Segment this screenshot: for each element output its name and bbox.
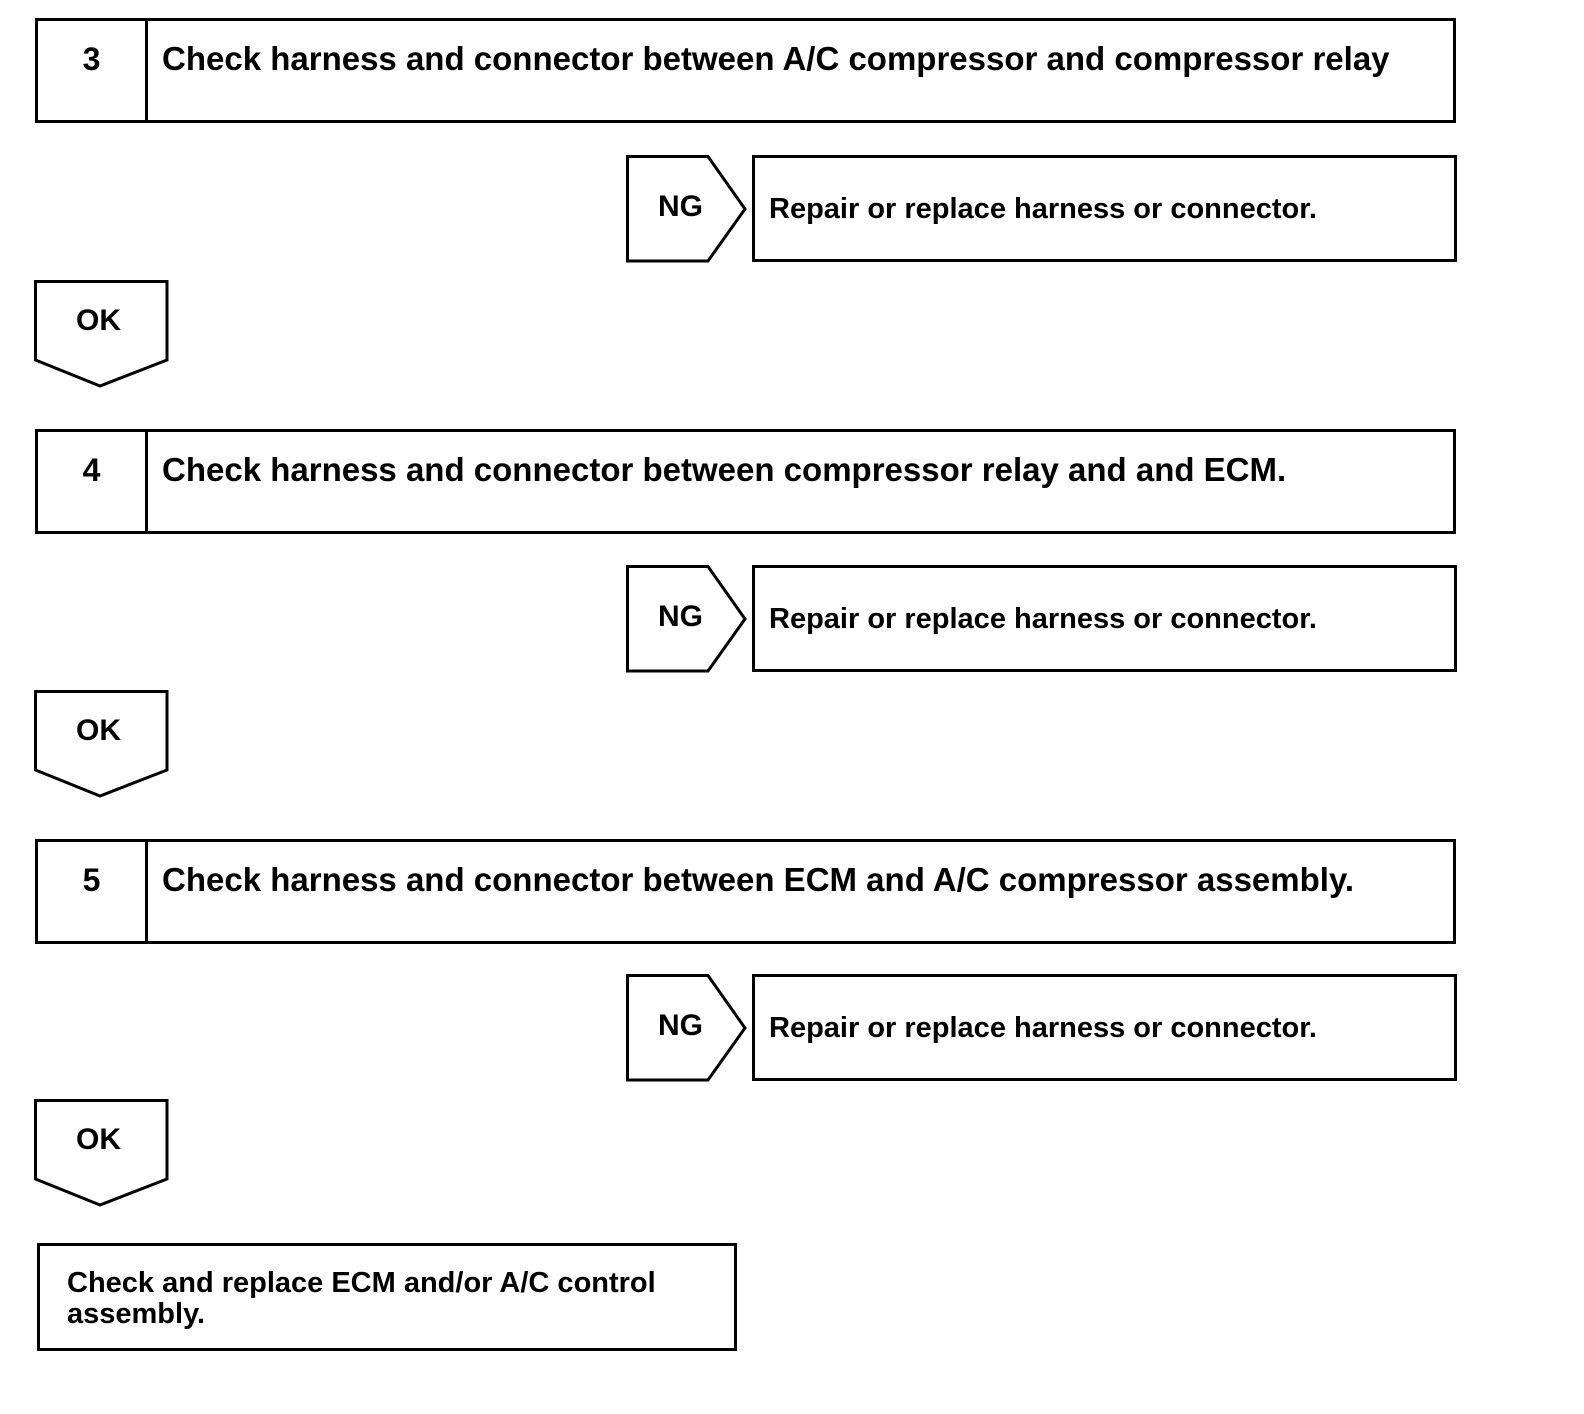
step-description: Check harness and connector between ECM … — [162, 861, 1355, 898]
ng-arrow: NG — [626, 565, 748, 673]
ng-label: NG — [658, 1009, 703, 1042]
ok-label: OK — [76, 714, 121, 747]
step-number: 3 — [38, 21, 148, 120]
right-arrow-tag-icon — [626, 155, 747, 263]
final-action-box: Check and replace ECM and/or A/C control… — [37, 1243, 737, 1351]
ng-action-text: Repair or replace harness or connector. — [769, 193, 1317, 225]
ng-arrow: NG — [626, 974, 748, 1082]
ok-arrow: OK — [34, 280, 170, 388]
step-number: 4 — [38, 432, 148, 531]
ng-action-box: Repair or replace harness or connector. — [752, 974, 1457, 1081]
ng-action-text: Repair or replace harness or connector. — [769, 603, 1317, 635]
ng-action-text: Repair or replace harness or connector. — [769, 1012, 1317, 1044]
ok-arrow: OK — [34, 1099, 170, 1207]
ng-arrow: NG — [626, 155, 748, 263]
down-arrow-tag-icon — [34, 1099, 169, 1207]
ng-label: NG — [658, 190, 703, 223]
step-description: Check harness and connector between A/C … — [162, 40, 1390, 77]
ok-label: OK — [76, 1123, 121, 1156]
step-description: Check harness and connector between comp… — [162, 451, 1287, 488]
step-5-box: 5 Check harness and connector between EC… — [35, 839, 1456, 944]
step-number: 5 — [38, 842, 148, 941]
down-arrow-tag-icon — [34, 690, 169, 798]
step-3-box: 3 Check harness and connector between A/… — [35, 18, 1456, 123]
ng-label: NG — [658, 600, 703, 633]
ok-arrow: OK — [34, 690, 170, 798]
ok-label: OK — [76, 304, 121, 337]
step-4-box: 4 Check harness and connector between co… — [35, 429, 1456, 534]
ng-action-box: Repair or replace harness or connector. — [752, 565, 1457, 672]
final-action-text: Check and replace ECM and/or A/C control… — [67, 1267, 656, 1330]
down-arrow-tag-icon — [34, 280, 169, 388]
ng-action-box: Repair or replace harness or connector. — [752, 155, 1457, 262]
right-arrow-tag-icon — [626, 565, 747, 673]
right-arrow-tag-icon — [626, 974, 747, 1082]
